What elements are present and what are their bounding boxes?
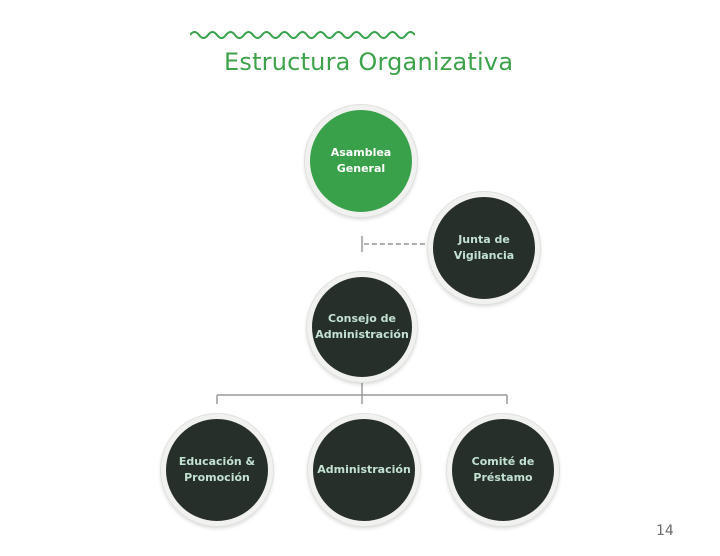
node-asamblea-general-label: Asamblea General xyxy=(330,146,392,175)
node-educacion-y-promocion-label: Educación & Promoción xyxy=(178,455,256,484)
node-administracion: Administración xyxy=(308,414,420,526)
node-consejo-de-administracion: Consejo de Administración xyxy=(307,272,417,382)
node-comite-de-prestamo-label: Comité de Préstamo xyxy=(471,455,535,484)
node-asamblea-general: Asamblea General xyxy=(305,105,417,217)
slide-title: Estructura Organizativa xyxy=(224,48,514,76)
node-educacion-y-promocion: Educación & Promoción xyxy=(161,414,273,526)
node-consejo-de-administracion-label: Consejo de Administración xyxy=(315,312,409,341)
node-junta-de-vigilancia: Junta de Vigilancia xyxy=(428,192,540,304)
node-administracion-label: Administración xyxy=(317,463,411,476)
decorative-wave-line xyxy=(190,31,415,39)
node-comite-de-prestamo: Comité de Préstamo xyxy=(447,414,559,526)
node-junta-de-vigilancia-label: Junta de Vigilancia xyxy=(453,233,515,262)
page-number: 14 xyxy=(656,523,674,539)
